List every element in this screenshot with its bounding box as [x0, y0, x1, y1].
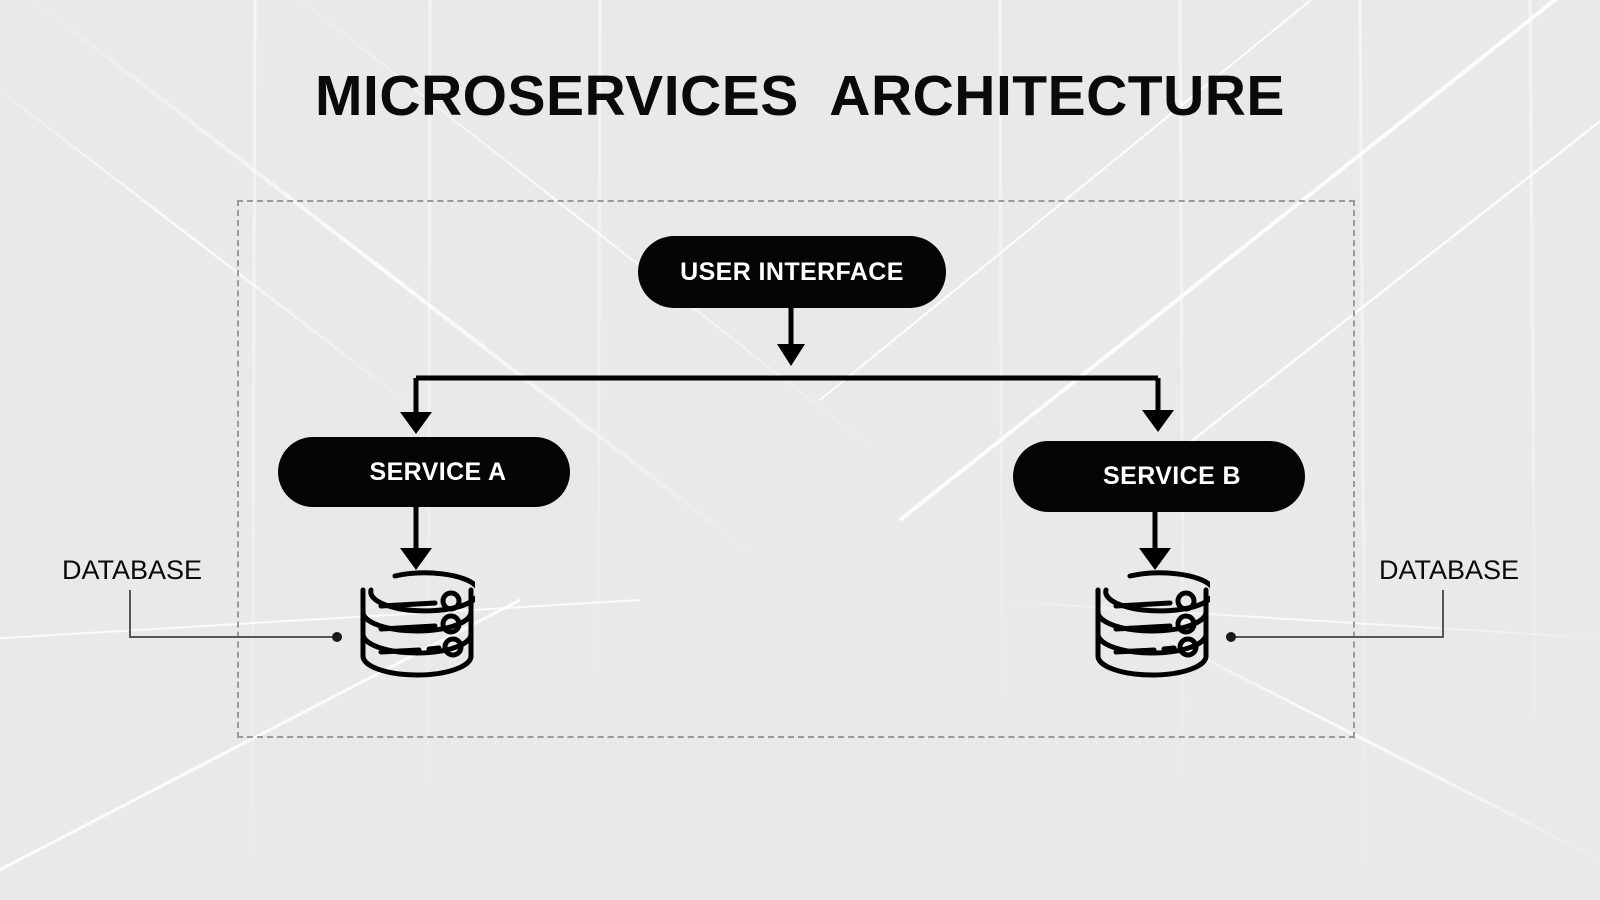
page-title: MICROSERVICES ARCHITECTURE [315, 64, 1285, 128]
database-cylinder-icon[interactable] [359, 562, 475, 684]
node-user-interface[interactable]: USER INTERFACE [638, 236, 946, 308]
database-cylinder-icon[interactable] [1094, 562, 1210, 684]
system-boundary [237, 200, 1355, 738]
database-b-label: DATABASE [1379, 555, 1520, 585]
database-a-label: DATABASE [62, 555, 203, 585]
node-service-b[interactable]: SERVICE B [1013, 441, 1305, 512]
node-user-interface-label: USER INTERFACE [680, 257, 904, 286]
node-service-a-label: SERVICE A [369, 457, 507, 486]
node-service-a[interactable]: SERVICE A [278, 437, 570, 507]
node-service-b-label: SERVICE B [1103, 462, 1241, 490]
